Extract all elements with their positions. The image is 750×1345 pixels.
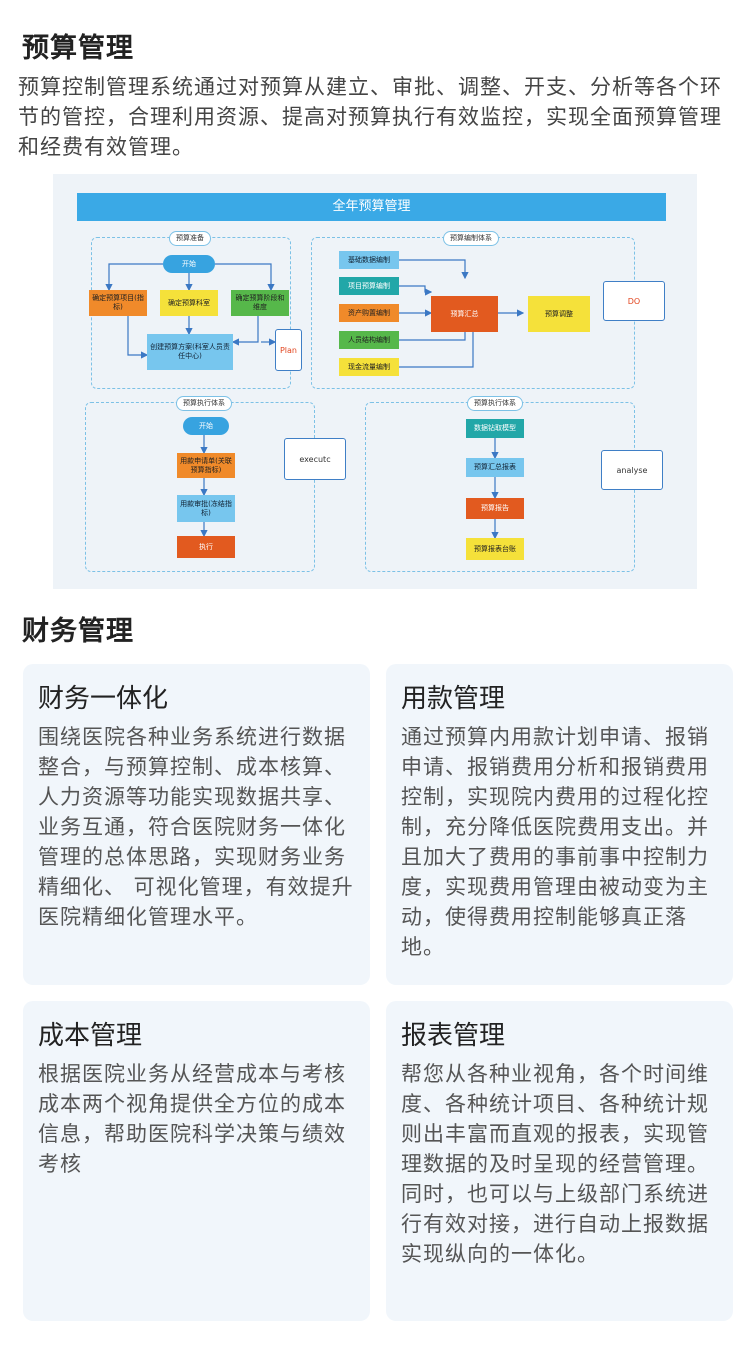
exec-approve: 用款审批(冻结指标) <box>177 495 235 522</box>
analysis-summary-report: 预算汇总报表 <box>466 458 524 477</box>
card-expense-management: 用款管理 通过预算内用款计划申请、报销申请、报销费用分析和报销费用控制，实现院内… <box>386 664 733 985</box>
section-title-budget: 预算管理 <box>22 33 134 64</box>
card-body: 帮您从各种业视角，各个时间维度、各种统计项目、各种统计规则出丰富而直观的报表，实… <box>401 1062 709 1266</box>
analysis-report: 预算报告 <box>466 498 524 519</box>
card-title: 用款管理 <box>401 684 506 714</box>
out-plan: Plan <box>275 329 302 371</box>
card-report-management: 报表管理 帮您从各种业视角，各个时间维度、各种统计项目、各种统计规则出丰富而直观… <box>386 1001 733 1321</box>
compile-adjust: 预算调整 <box>528 296 590 332</box>
tab-prep: 预算准备 <box>169 231 211 246</box>
budget-flow-diagram: 全年预算管理 预算准备 开始 确定预算项目(指标) 确定预算科室 确定预算阶段和… <box>53 174 697 589</box>
analysis-ledger: 预算报表台账 <box>466 538 524 560</box>
compile-input: 人员结构编制 <box>339 331 399 349</box>
compile-summary: 预算汇总 <box>431 296 498 332</box>
tab-analysis: 预算执行体系 <box>467 396 523 411</box>
diagram-banner: 全年预算管理 <box>77 193 666 221</box>
prep-start: 开始 <box>163 255 215 273</box>
compile-input: 基础数据编制 <box>339 251 399 269</box>
out-analyse: analyse <box>601 450 663 490</box>
prep-item-dept: 确定预算科室 <box>160 290 218 316</box>
out-do: DO <box>603 281 665 321</box>
card-title: 报表管理 <box>401 1021 506 1051</box>
section-title-finance: 财务管理 <box>22 616 134 647</box>
card-body: 根据医院业务从经营成本与考核成本两个视角提供全方位的成本信息，帮助医院科学决策与… <box>38 1062 346 1176</box>
compile-input: 现金流量编制 <box>339 358 399 376</box>
compile-input: 项目预算编制 <box>339 277 399 295</box>
prep-item-indicator: 确定预算项目(指标) <box>89 290 147 316</box>
compile-input: 资产购置编制 <box>339 304 399 322</box>
card-body: 通过预算内用款计划申请、报销申请、报销费用分析和报销费用控制，实现院内费用的过程… <box>401 725 709 959</box>
flow-arrows <box>105 259 525 540</box>
out-executc: executc <box>284 438 346 480</box>
exec-start: 开始 <box>183 417 229 435</box>
card-finance-integration: 财务一体化 围绕医院各种业务系统进行数据整合，与预算控制、成本核算、人力资源等功… <box>23 664 370 985</box>
card-body: 围绕医院各种业务系统进行数据整合，与预算控制、成本核算、人力资源等功能实现数据共… <box>38 725 354 929</box>
exec-run: 执行 <box>177 536 235 558</box>
tab-exec: 预算执行体系 <box>176 396 232 411</box>
card-title: 成本管理 <box>38 1021 143 1051</box>
exec-apply: 用款申请单(关联预算指标) <box>177 453 235 478</box>
analysis-model: 数据钻取模型 <box>466 419 524 438</box>
prep-plan-node: 创建预算方案(科室人员责任中心) <box>147 334 233 370</box>
card-cost-management: 成本管理 根据医院业务从经营成本与考核成本两个视角提供全方位的成本信息，帮助医院… <box>23 1001 370 1321</box>
budget-intro: 预算控制管理系统通过对预算从建立、审批、调整、开支、分析等各个环节的管控，合理利… <box>18 75 722 159</box>
prep-item-stage: 确定预算阶段和维度 <box>231 290 289 316</box>
tab-compile: 预算编制体系 <box>443 231 499 246</box>
card-title: 财务一体化 <box>38 684 169 714</box>
